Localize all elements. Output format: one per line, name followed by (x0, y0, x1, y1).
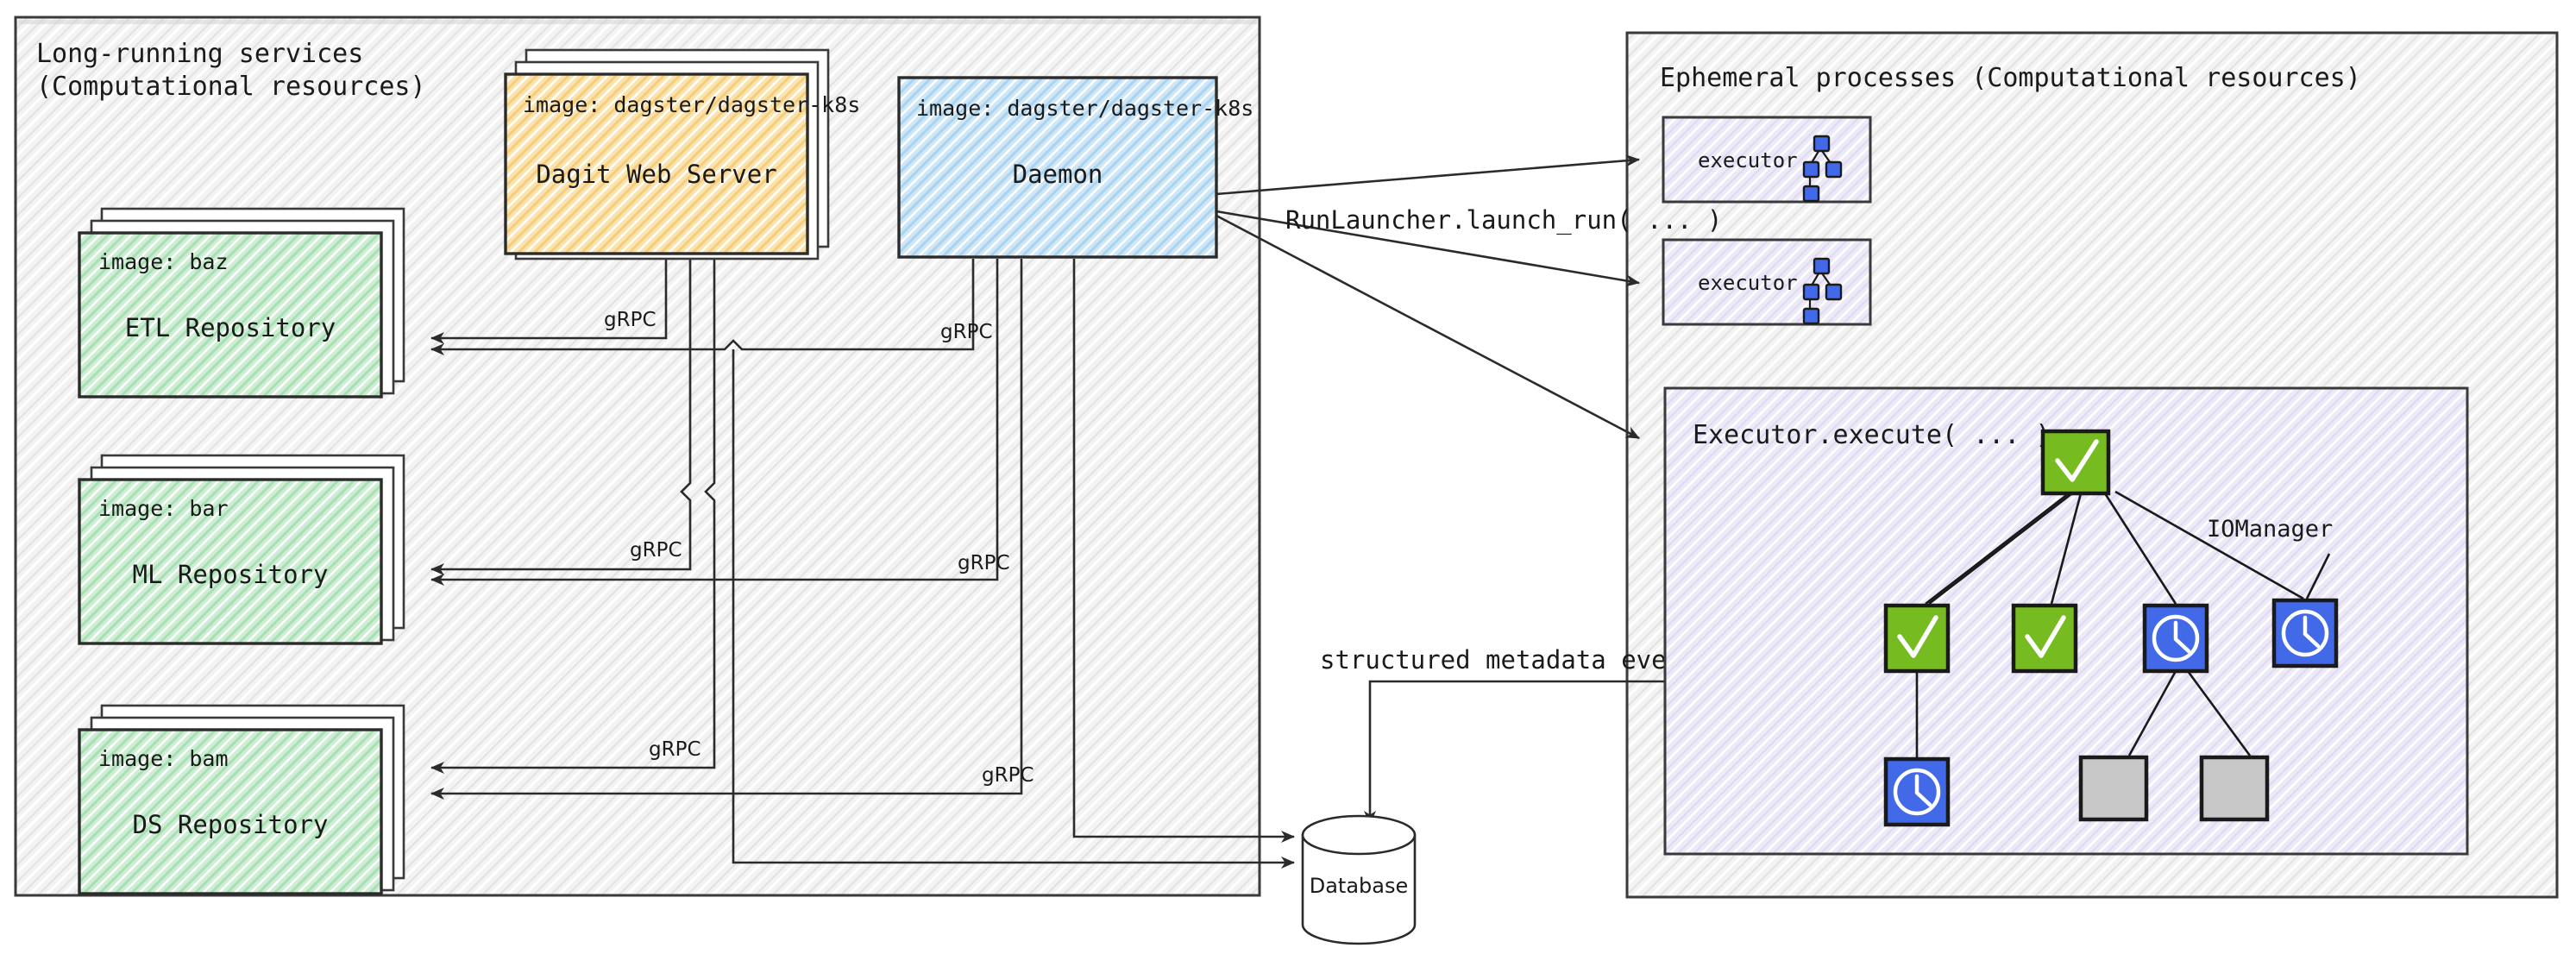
daemon-image-label: image: dagster/dagster-k8s (916, 96, 1253, 121)
dag-node-success[interactable] (2011, 603, 2078, 674)
left-panel-title: Long-running services (Computational res… (36, 39, 426, 102)
dagit-web-server-node[interactable]: image: dagster/dagster-k8s Dagit Web Ser… (504, 48, 860, 260)
dag-node-pending[interactable] (2271, 598, 2339, 668)
daemon-name-label: Daemon (1013, 160, 1103, 189)
daemon-node[interactable]: image: dagster/dagster-k8s Daemon (897, 76, 1253, 259)
right-panel-title: Ephemeral processes (Computational resou… (1660, 63, 2361, 93)
blank-icon (2199, 755, 2270, 822)
blank-icon (2078, 755, 2149, 822)
executor-execute-title: Executor.execute( ... ) (1693, 420, 2051, 450)
repository-image-label: image: baz (98, 249, 229, 274)
io-manager-label: IOManager (2207, 516, 2333, 543)
dag-node-pending[interactable] (2142, 603, 2209, 674)
executor-node-1[interactable]: executor (1662, 116, 1872, 204)
repository-image-label: image: bar (98, 496, 229, 521)
dagit-name-label: Dagit Web Server (536, 160, 776, 189)
left-panel-title-line1: Long-running services (36, 39, 363, 69)
dagit-image-label: image: dagster/dagster-k8s (523, 92, 860, 117)
repository-name-label: DS Repository (133, 810, 329, 839)
left-panel-title-line2: (Computational resources) (36, 72, 426, 102)
repository-name-label: ETL Repository (125, 313, 336, 342)
dag-node-success[interactable] (1883, 603, 1951, 674)
repository-node-ml[interactable]: image: bar ML Repository (78, 454, 405, 645)
executor-label: executor (1698, 271, 1798, 295)
dag-node-idle[interactable] (2199, 755, 2270, 822)
repository-name-label: ML Repository (133, 560, 329, 589)
repository-node-ds[interactable]: image: bam DS Repository (78, 704, 405, 895)
executor-node-2[interactable]: executor (1662, 238, 1872, 326)
dag-node-success[interactable] (2040, 429, 2111, 496)
executor-label: executor (1698, 148, 1798, 173)
dag-node-pending[interactable] (1883, 756, 1951, 827)
repository-image-label: image: bam (98, 746, 229, 771)
repository-node-etl[interactable]: image: baz ETL Repository (78, 207, 405, 399)
dag-node-idle[interactable] (2078, 755, 2149, 822)
